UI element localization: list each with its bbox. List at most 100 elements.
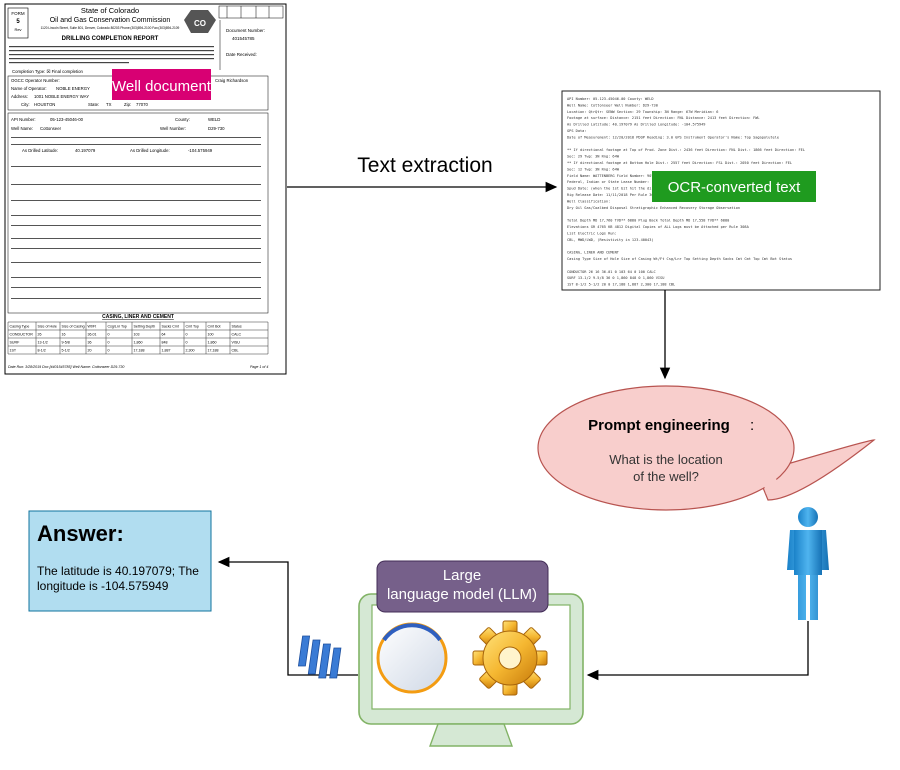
ocr-line: Field Name: WATTENBERG Field Number: 907… bbox=[567, 174, 658, 178]
casing-cell: 13-1/2 bbox=[38, 341, 48, 345]
form-number: 5 bbox=[16, 19, 20, 25]
casing-cell: 100 bbox=[208, 333, 214, 337]
zip: 77070 bbox=[136, 102, 149, 107]
casing-cell: 1,860 bbox=[134, 341, 143, 345]
doc-footer-right: Page 1 of 4 bbox=[250, 365, 268, 369]
ocr-document: API Number: 05-123-45046-00 County: WELD… bbox=[561, 90, 881, 291]
casing-cell: 0 bbox=[186, 333, 188, 337]
contact-label: Craig Richardson bbox=[215, 78, 249, 83]
neural-network-icon bbox=[297, 622, 448, 694]
llm-label-line1: Large bbox=[443, 567, 481, 584]
zip-label: Zip: bbox=[124, 102, 131, 107]
casing-cell: 1,887 bbox=[162, 349, 171, 353]
ocr-line: GPS Data: bbox=[567, 129, 586, 133]
casing-cell: 26 bbox=[38, 333, 42, 337]
casing-header-cell: Status bbox=[232, 325, 242, 329]
form-label: FORM bbox=[11, 11, 24, 16]
ocr-line: API Number: 05-123-45046-00 County: WELD bbox=[567, 97, 654, 101]
casing-cell: 0 bbox=[108, 333, 110, 337]
answer-title: Answer: bbox=[37, 521, 124, 546]
ocr-line: SURF 13-1/2 9-5/8 36 0 1,860 848 0 1,860… bbox=[567, 276, 664, 280]
ocr-line: As Drilled Latitude: 40.197079 As Drille… bbox=[567, 123, 705, 127]
casing-cell: CBL bbox=[232, 349, 239, 353]
prompt-bubble: Prompt engineering : What is the locatio… bbox=[537, 385, 876, 511]
state-value: TX bbox=[106, 102, 112, 107]
casing-cell: 0 bbox=[186, 341, 188, 345]
casing-header-cell: Casing Type bbox=[10, 325, 30, 329]
county-value: WELD bbox=[208, 117, 220, 122]
ocr-badge: OCR-converted text bbox=[652, 171, 816, 202]
well-document-badge-text: Well document bbox=[112, 78, 212, 95]
casing-header-cell: Cmt Top bbox=[186, 325, 199, 329]
well-number-label: Well Number: bbox=[160, 126, 186, 131]
well-document-badge: Well document bbox=[112, 69, 212, 100]
casing-cell: 9-5/8 bbox=[62, 341, 70, 345]
operator-name: NOBLE ENERGY bbox=[56, 86, 90, 91]
casing-cell: 36.01 bbox=[88, 333, 97, 337]
city-label: City: bbox=[21, 102, 30, 107]
casing-cell: 16 bbox=[62, 333, 66, 337]
casing-header-cell: Wt/Ft bbox=[88, 325, 97, 329]
answer-box: Answer: The latitude is 40.197079; The l… bbox=[28, 510, 212, 612]
ocr-line: CONDUCTOR 26 16 36.01 0 103 64 0 100 CAL… bbox=[567, 270, 656, 274]
doc-state: State of Colorado bbox=[81, 6, 139, 15]
completion-type: Completion Type: ☒ Final completion bbox=[12, 69, 83, 74]
casing-cell: 8-1/2 bbox=[38, 349, 46, 353]
arrow-user-to-llm bbox=[586, 621, 809, 681]
doc-intro-paragraph bbox=[9, 46, 214, 64]
monitor-stand bbox=[429, 723, 513, 747]
casing-cell: 1,860 bbox=[208, 341, 217, 345]
ocr-line: ** If directional footage at Bottom Hole… bbox=[567, 161, 792, 165]
state-label: State: bbox=[88, 102, 99, 107]
casing-header-cell: Size of Casing bbox=[62, 325, 85, 329]
ocr-line: Federal, Indian or State Lease Number: bbox=[567, 180, 649, 184]
llm-label-box bbox=[376, 560, 549, 613]
prompt-colon: : bbox=[750, 417, 754, 434]
llm-computer: Large language model (LLM) bbox=[297, 560, 584, 747]
casing-cell: 0 bbox=[108, 341, 110, 345]
api-value: 05-123-45046-00 bbox=[50, 117, 84, 122]
address-label: Address: bbox=[11, 94, 28, 99]
address-value: 1001 NOBLE ENERGY WAY bbox=[34, 94, 89, 99]
ocr-line: CBL, MWD/LWD, (Resistivity in 123-40043) bbox=[567, 238, 654, 242]
lat-value: 40.197079 bbox=[75, 148, 96, 153]
llm-label-line2: language model (LLM) bbox=[387, 586, 537, 603]
ocr-line: Dry Oil Gas/Coalbed Disposal Stratigraph… bbox=[567, 206, 740, 210]
ocr-line: List Electric Logs Run: bbox=[567, 231, 617, 235]
casing-cell: 36 bbox=[88, 341, 92, 345]
svg-text:CO: CO bbox=[194, 19, 206, 28]
well-document: FORM 5 Rev State of Colorado Oil and Gas… bbox=[4, 3, 287, 375]
answer-line2: longitude is -104.575949 bbox=[37, 579, 169, 593]
ocr-line: Well Name: Cottonseer Well Number: D29-7… bbox=[567, 103, 658, 107]
ocr-line: 1ST 8-1/2 5-1/2 20 0 17,188 1,887 2,300 … bbox=[567, 283, 675, 287]
prompt-question-line1: What is the location bbox=[609, 452, 722, 467]
casing-header-cell: Sacks Cmt bbox=[162, 325, 179, 329]
doc-number: 401545785 bbox=[232, 36, 255, 41]
casing-cell: CONDUCTOR bbox=[10, 333, 34, 337]
casing-title: CASING, LINER AND CEMENT bbox=[102, 314, 174, 320]
casing-header-cell: Cmt Bot bbox=[208, 325, 221, 329]
lon-label: As Drilled Longitude: bbox=[130, 148, 170, 153]
date-received-label: Date Received: bbox=[226, 52, 257, 57]
ocr-line: Sec: 29 Twp: 3N Rng: 64W bbox=[567, 155, 620, 159]
doc-address-line: 1120 Lincoln Street, Suite 801, Denver, … bbox=[41, 26, 180, 30]
operator-number-label: OGCC Operator Number: bbox=[11, 78, 60, 83]
doc-commission: Oil and Gas Conservation Commission bbox=[50, 17, 171, 24]
colorado-seal-icon: CO bbox=[184, 10, 216, 33]
doc-footer-left: Date Run: 3/28/2019 Doc [#401545785] Wel… bbox=[8, 365, 124, 369]
lon-value: -104.575949 bbox=[188, 148, 213, 153]
casing-header-cell: Setting Depth bbox=[134, 325, 156, 329]
operator-name-label: Name of Operator: bbox=[11, 86, 47, 91]
casing-cell: 103 bbox=[134, 333, 140, 337]
prompt-title: Prompt engineering bbox=[588, 417, 730, 434]
ocr-line: CASING, LINER AND CEMENT bbox=[567, 251, 620, 255]
ocr-line: ** If directional footage at Top of Prod… bbox=[567, 148, 805, 152]
casing-cell: 17,188 bbox=[208, 349, 219, 353]
lat-label: As Drilled Latitude: bbox=[22, 148, 58, 153]
casing-header-cell: Csg/Lnr Top bbox=[108, 325, 127, 329]
ocr-line: Location: QtrQtr: SENW Section: 29 Towns… bbox=[567, 110, 718, 114]
casing-cell: 848 bbox=[162, 341, 168, 345]
ocr-line: Footage at surface: Distance: 2151 feet … bbox=[567, 116, 760, 120]
casing-cell: 17,188 bbox=[134, 349, 145, 353]
well-name-value: Cottonseer bbox=[40, 126, 62, 131]
